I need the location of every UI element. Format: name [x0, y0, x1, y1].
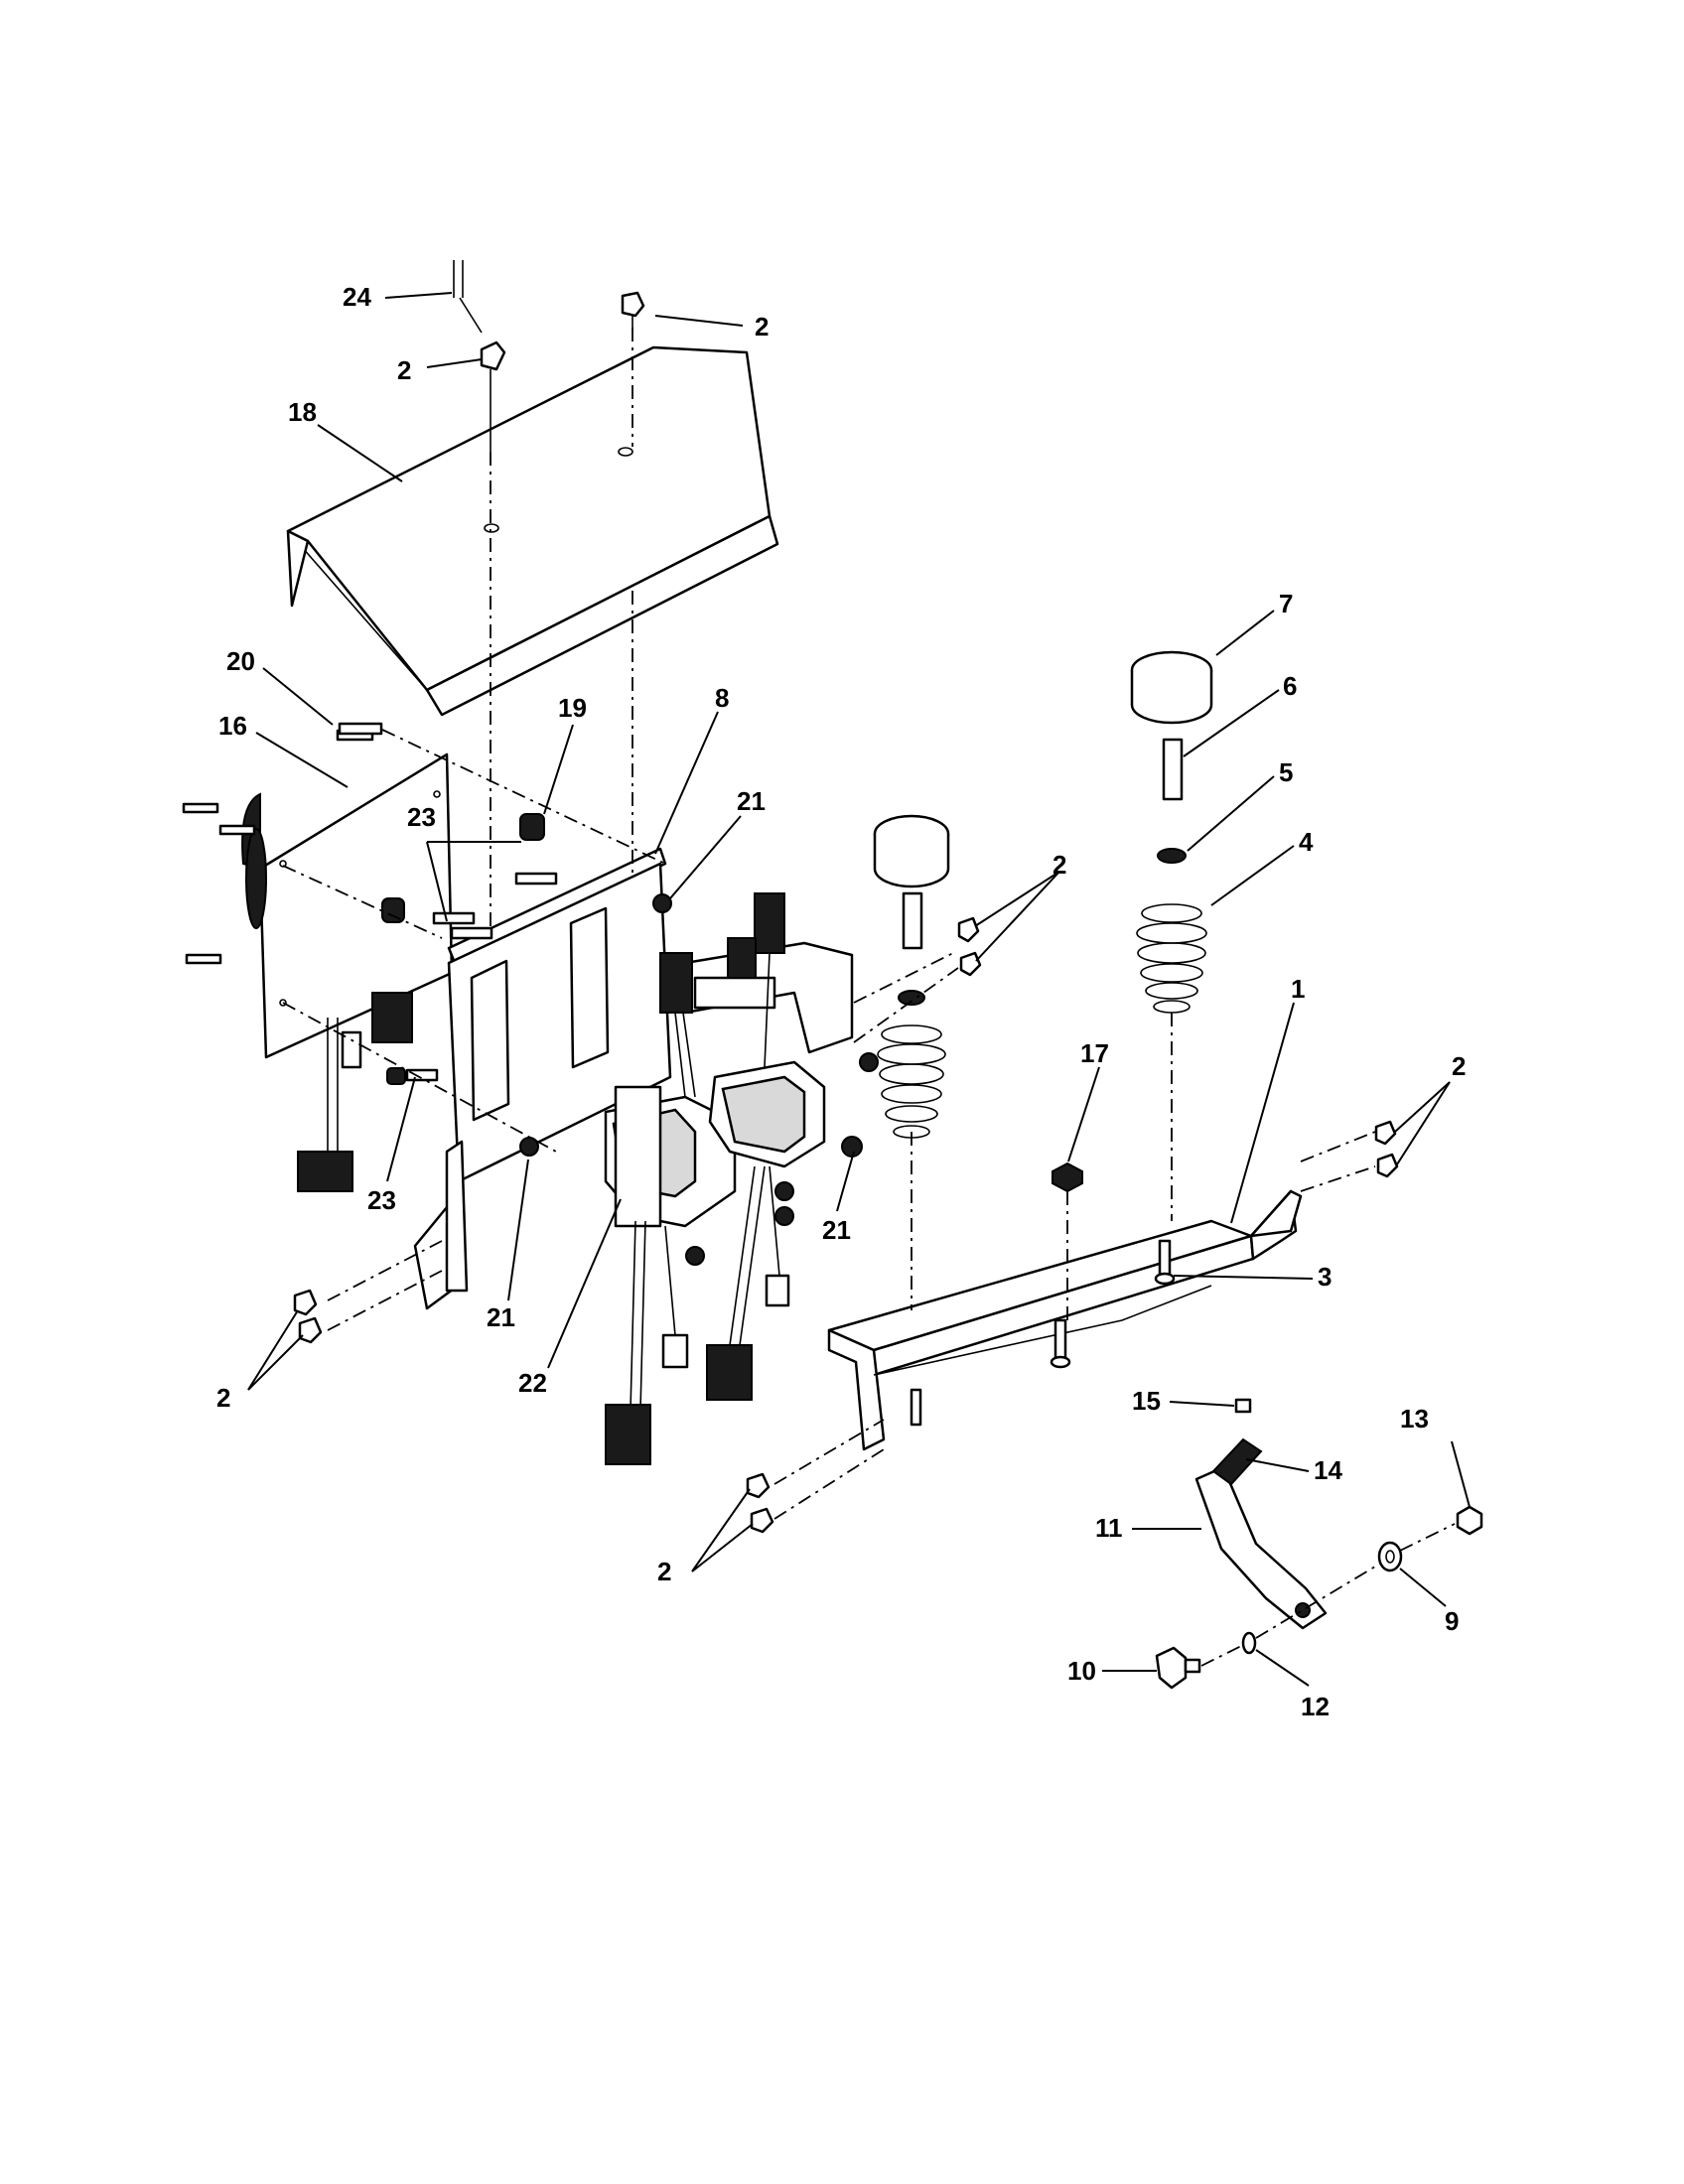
connector-top-2 — [754, 892, 785, 1068]
callout-15: 15 — [1132, 1386, 1161, 1416]
bolt-part-20 — [338, 722, 383, 736]
spacer-part-19 — [519, 813, 545, 841]
mounting-plate-part-16 — [241, 752, 454, 1059]
nut-part-17 — [1052, 1161, 1083, 1193]
callout-labels: 24 2 2 18 7 6 5 4 20 16 19 8 21 23 2 1 1… — [216, 282, 1466, 1721]
callout-9: 9 — [1445, 1606, 1459, 1636]
callout-20: 20 — [226, 646, 255, 676]
callout-2: 2 — [657, 1557, 671, 1586]
bolt-part-23-upper — [432, 872, 558, 940]
callout-19: 19 — [558, 693, 587, 723]
callout-22: 22 — [518, 1368, 547, 1398]
callout-11: 11 — [1095, 1513, 1123, 1543]
connector-left-harness — [297, 992, 413, 1192]
nut-part-21-upper — [652, 893, 672, 913]
base-bracket-part-1 — [827, 1189, 1303, 1451]
bolt-part-23-lower — [386, 1067, 439, 1085]
bumper-left — [873, 814, 950, 888]
callout-7: 7 — [1279, 589, 1293, 618]
callout-21: 21 — [487, 1302, 515, 1332]
nut-part-21-lower-right — [685, 1052, 879, 1266]
spring-left — [877, 1024, 946, 1139]
connector-bottom-1 — [605, 1220, 651, 1465]
callout-21: 21 — [737, 786, 766, 816]
spacer-left — [902, 891, 923, 950]
washer-left — [898, 990, 925, 1006]
callout-1: 1 — [1291, 974, 1305, 1004]
callout-13: 13 — [1400, 1404, 1429, 1433]
leader-lines — [247, 292, 1471, 1687]
callout-6: 6 — [1283, 671, 1297, 701]
callout-17: 17 — [1080, 1038, 1109, 1068]
spacer-mid — [381, 897, 405, 923]
callout-24: 24 — [343, 282, 371, 312]
callout-23: 23 — [407, 802, 436, 832]
callout-3: 3 — [1318, 1262, 1332, 1292]
bolt-part-2-cover-right — [621, 291, 645, 330]
switch-assembly-part-22 — [604, 1060, 826, 1228]
callout-4: 4 — [1299, 827, 1314, 857]
callout-5: 5 — [1279, 757, 1293, 787]
callout-2: 2 — [1052, 850, 1066, 880]
bolts-part-2-base-left — [746, 1472, 774, 1534]
callout-8: 8 — [715, 683, 729, 713]
connector-bottom-4 — [765, 1165, 790, 1307]
callout-14: 14 — [1314, 1455, 1342, 1485]
lever-part-11 — [1194, 1465, 1328, 1630]
bolts-part-2-base-right — [1374, 1120, 1399, 1178]
pin-part-15 — [1234, 1398, 1252, 1414]
connector-top-3 — [727, 937, 757, 979]
spacer-part-6 — [1162, 738, 1184, 801]
bolts-left-of-plate — [182, 729, 374, 965]
nut-part-13 — [1456, 1505, 1483, 1536]
bolt-part-10 — [1155, 1646, 1201, 1690]
screw-part-24 — [453, 260, 483, 334]
callout-12: 12 — [1301, 1692, 1330, 1721]
stud-base-left — [910, 1388, 922, 1427]
connector-bottom-3 — [706, 1165, 766, 1401]
callout-2: 2 — [755, 312, 769, 341]
callout-23: 23 — [367, 1185, 396, 1215]
callout-2: 2 — [216, 1383, 230, 1413]
callout-21: 21 — [822, 1215, 851, 1245]
spring-part-14 — [1211, 1437, 1263, 1486]
stud-lower-center — [1050, 1318, 1071, 1369]
nut-part-21-lower-left — [519, 1137, 539, 1157]
callout-16: 16 — [218, 711, 247, 741]
connector-top-1 — [659, 952, 696, 1098]
washer-part-5 — [1157, 848, 1187, 864]
stud-part-3 — [1154, 1239, 1176, 1286]
cover-part-18 — [286, 345, 779, 717]
centerlines — [282, 328, 1456, 1667]
callout-2: 2 — [397, 355, 411, 385]
bolts-part-2-right-bracket — [957, 916, 982, 977]
bolt-part-2-cover-left — [480, 341, 506, 452]
bolts-part-2-left-bottom — [293, 1289, 323, 1344]
bumper-part-7 — [1130, 650, 1213, 725]
washer-part-9 — [1377, 1541, 1403, 1572]
callout-10: 10 — [1067, 1656, 1096, 1686]
washer-part-12 — [1241, 1631, 1257, 1655]
connector-bottom-2 — [661, 1225, 689, 1369]
callout-18: 18 — [288, 397, 317, 427]
spring-part-4 — [1136, 903, 1207, 1014]
callout-2: 2 — [1452, 1051, 1466, 1081]
